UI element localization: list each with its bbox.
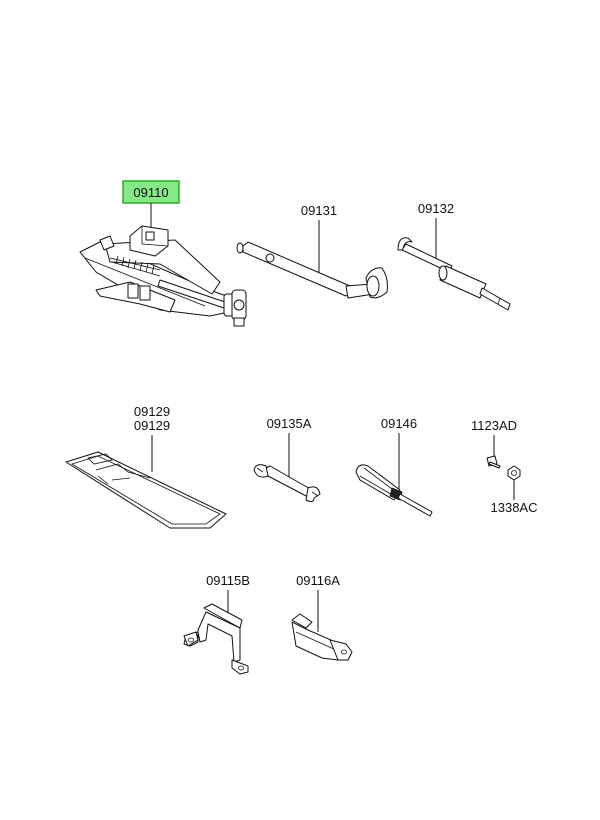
part-label-09129-b[interactable]: 09129: [134, 418, 170, 433]
jack-callout[interactable]: 09110: [122, 180, 180, 204]
tool-tray-illustration[interactable]: [65, 451, 227, 529]
spanner-shaft: [261, 465, 313, 499]
part-label-1338AC[interactable]: 1338AC: [491, 500, 538, 515]
rod-hook: [397, 237, 413, 251]
scissor-jack-illustration[interactable]: [79, 225, 247, 327]
part-label-09115B[interactable]: 09115B: [206, 573, 250, 588]
part-label-1123AD[interactable]: 1123AD: [471, 418, 517, 433]
bracket-b-illustration[interactable]: [183, 603, 249, 675]
part-label-09116A[interactable]: 09116A: [296, 573, 340, 588]
bolt-illustration[interactable]: [486, 455, 501, 469]
nut-illustration[interactable]: [507, 465, 521, 481]
screwdriver-illustration[interactable]: [355, 464, 433, 517]
hook-rod-illustration[interactable]: [397, 237, 511, 311]
bracket-a-illustration[interactable]: [291, 613, 353, 661]
part-label-09110[interactable]: 09110: [133, 185, 168, 200]
spanner-jaw: [305, 486, 321, 503]
wheel-nut-handle-illustration[interactable]: [236, 241, 388, 299]
bracket-b-body: [183, 611, 241, 663]
jack-spring: [109, 255, 161, 277]
tray-board: [65, 451, 227, 529]
jack-arm: [104, 239, 221, 295]
part-label-09146[interactable]: 09146: [381, 416, 417, 431]
part-label-09129-a[interactable]: 09129: [134, 404, 170, 419]
spanner-illustration[interactable]: [253, 464, 321, 503]
part-label-09135A[interactable]: 09135A: [267, 416, 312, 431]
part-label-09132[interactable]: 09132: [418, 201, 454, 216]
handle-bar: [242, 241, 353, 297]
part-label-09131[interactable]: 09131: [301, 203, 337, 218]
screwdriver-shaft: [397, 493, 433, 517]
